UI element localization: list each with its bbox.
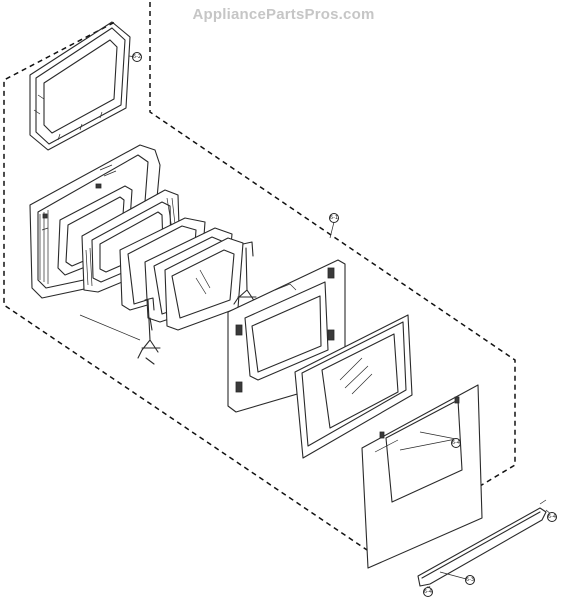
callout-6-4-handle-right: 6-4 bbox=[547, 512, 557, 522]
door-front-glass bbox=[294, 314, 413, 459]
svg-text:6-4: 6-4 bbox=[548, 514, 556, 520]
callout-6-1: 6-1 bbox=[329, 213, 339, 223]
door-gasket bbox=[29, 21, 131, 151]
callout-6-3: 6-3 bbox=[465, 575, 475, 585]
glass-panels bbox=[119, 217, 244, 331]
callout-leaders bbox=[128, 55, 553, 591]
door-hinge-left bbox=[79, 297, 161, 365]
watermark-text: AppliancePartsPros.com bbox=[192, 6, 375, 23]
door-outer-panel bbox=[361, 384, 483, 569]
svg-text:6-3: 6-3 bbox=[466, 577, 474, 583]
svg-text:6-2: 6-2 bbox=[133, 54, 141, 60]
svg-text:6-1: 6-1 bbox=[330, 215, 338, 221]
callout-6-4-handle-left: 6-4 bbox=[423, 587, 433, 597]
svg-text:6-4: 6-4 bbox=[452, 440, 460, 446]
callout-6-4-clips: 6-4 bbox=[451, 438, 461, 448]
svg-text:6-4: 6-4 bbox=[424, 589, 432, 595]
callout-6-2: 6-2 bbox=[132, 52, 142, 62]
